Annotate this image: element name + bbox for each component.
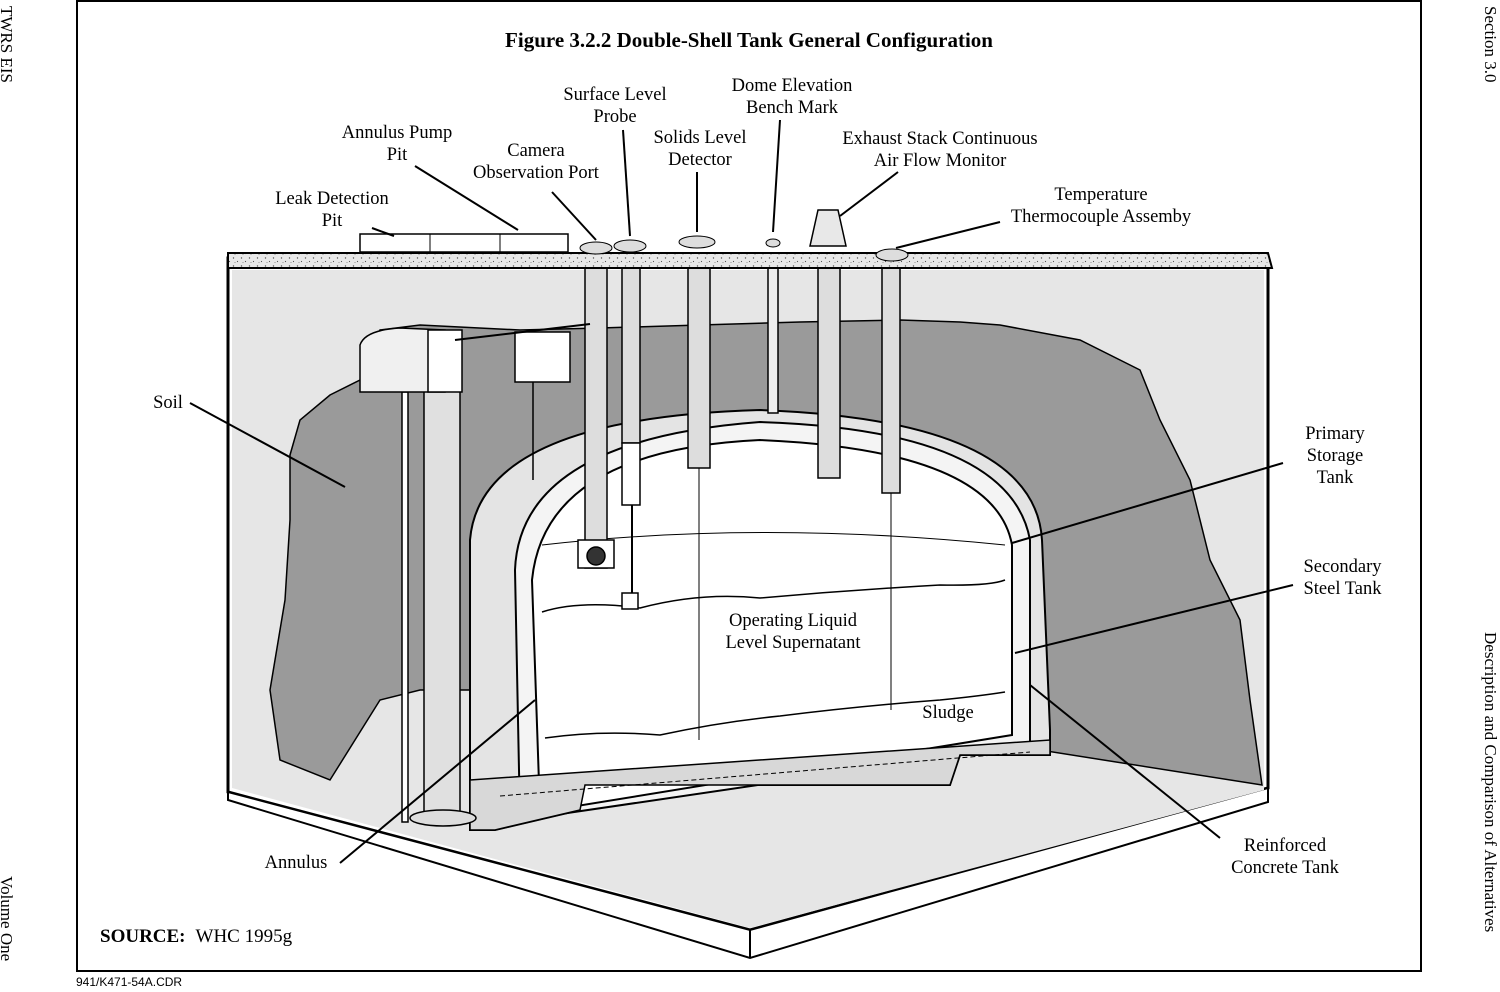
label-soil: Soil: [153, 393, 183, 413]
figure-source: SOURCE: WHC 1995g: [100, 926, 292, 948]
risers: [359, 267, 901, 827]
concrete-tank: [469, 408, 1051, 831]
top-slab: [227, 209, 1274, 269]
label-annulus: Annulus: [264, 853, 328, 873]
figure-title: Figure 3.2.2 Double-Shell Tank General C…: [505, 28, 993, 52]
file-code: 941/K471-54A.CDR: [76, 975, 183, 989]
source-value: WHC 1995g: [195, 926, 293, 947]
leader-lines: [189, 119, 1294, 864]
label-sludge: Sludge: [922, 703, 974, 723]
source-label: SOURCE:: [100, 926, 186, 947]
figure-frame: Figure 3.2.2 Double-Shell Tank General C…: [76, 0, 1422, 972]
